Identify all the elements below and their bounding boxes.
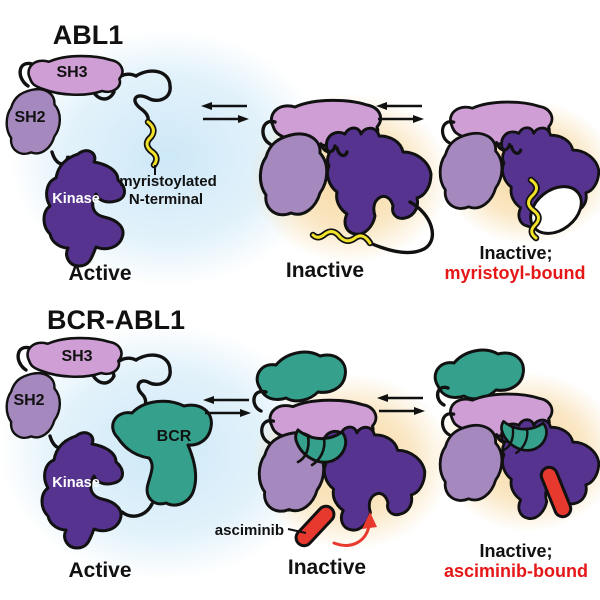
myristoyl-tail — [145, 120, 158, 167]
state-label-inactive-bound-1: Inactive; — [479, 243, 552, 263]
abl1-title: ABL1 — [53, 20, 124, 50]
sh3-label: SH3 — [56, 64, 87, 81]
state-label-inactive-bound-2: asciminib-bound — [444, 561, 588, 581]
kinase-label: Kinase — [52, 475, 100, 491]
panel-bcrabl1-inactive: asciminib Inactive — [215, 350, 452, 579]
state-label-inactive-bound-2: myristoyl-bound — [444, 263, 585, 283]
asciminib-pill-bound — [539, 465, 573, 519]
state-label-inactive: Inactive — [286, 259, 364, 282]
bcr-sh3-hook — [436, 385, 450, 407]
panel-bcrabl1-active: BCR-ABL1 SH3 SH2 Kinase BCR Active — [0, 305, 324, 582]
bcr-tail — [120, 502, 154, 518]
myristoyl-tail — [311, 230, 372, 245]
sh3-label: SH3 — [61, 348, 92, 365]
panel-abl1-inactive: Inactive — [250, 93, 450, 282]
kinase-label: Kinase — [52, 191, 100, 207]
bcr-label: BCR — [157, 428, 192, 445]
sh3-sh2-linker — [16, 345, 32, 372]
state-label-inactive-bound-1: Inactive; — [479, 541, 552, 561]
cterm-tail — [368, 200, 435, 255]
nterminal-linker — [88, 69, 172, 124]
asciminib-pointer-line — [287, 528, 307, 534]
myristoylated-annotation-line2: N-terminal — [129, 191, 203, 208]
bcr-sh3-hook — [252, 389, 268, 413]
asciminib-annotation: asciminib — [215, 522, 284, 539]
asciminib-binding-arrowhead — [362, 512, 377, 529]
sh2-label: SH2 — [13, 392, 44, 409]
bcr-linker — [88, 353, 172, 414]
state-label-active: Active — [68, 262, 131, 285]
panel-abl1-active: ABL1 SH3 SH2 Kinase myristoylated N-term… — [5, 20, 326, 286]
sh2-label: SH2 — [14, 109, 45, 126]
myristoylated-annotation-line1: myristoylated — [119, 173, 217, 190]
state-label-active: Active — [68, 559, 131, 582]
asciminib-pill — [294, 504, 336, 548]
asciminib-binding-arrow — [332, 524, 371, 547]
state-label-inactive: Inactive — [288, 556, 366, 579]
bcr-domain — [111, 399, 213, 507]
panel-abl1-myristoyl-bound: Inactive; myristoyl-bound — [440, 100, 600, 283]
myristoyl-bound-tail — [527, 178, 540, 240]
bcrabl1-title: BCR-ABL1 — [47, 305, 185, 335]
panel-bcrabl1-asciminib-bound: Inactive; asciminib-bound — [433, 348, 600, 581]
sh3-sh2-linker — [18, 61, 34, 88]
